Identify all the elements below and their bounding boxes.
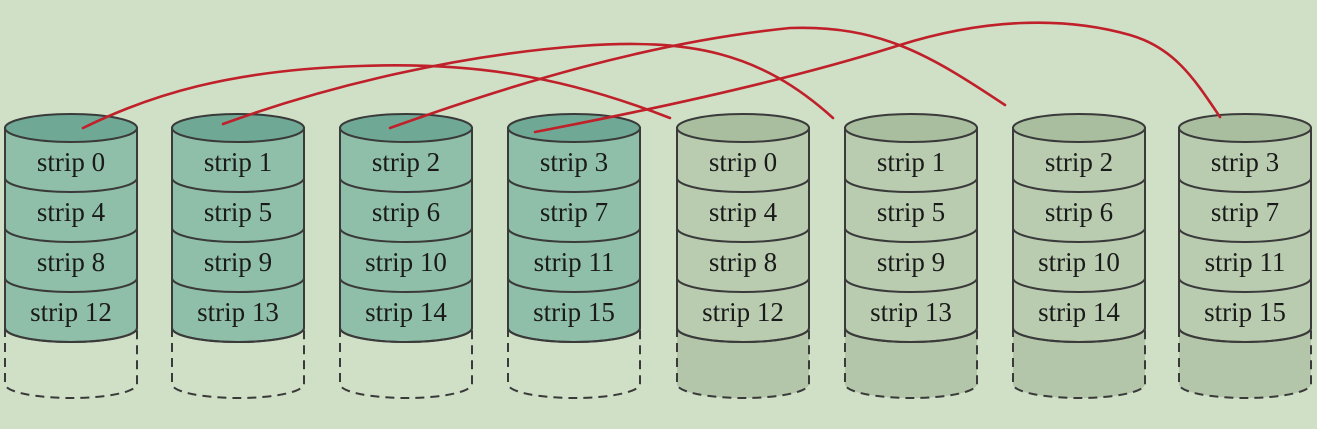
mirror-link-3-to-7	[533, 21, 1222, 134]
disk-top	[171, 113, 305, 143]
strip-divider	[171, 277, 305, 293]
strip-divider	[4, 277, 138, 293]
strip-label: strip 8	[709, 247, 777, 277]
strip-label: strip 3	[540, 147, 608, 177]
strip-divider	[1178, 277, 1312, 293]
disk-empty-area	[845, 328, 977, 398]
strip-label: strip 4	[709, 197, 778, 227]
disk-mirror-6: strip 2 strip 6 strip 10 strip 14	[1012, 113, 1146, 399]
strip-divider	[676, 227, 810, 243]
strip-label: strip 1	[204, 147, 272, 177]
strip-label: strip 5	[877, 197, 945, 227]
strip-label: strip 14	[1038, 297, 1120, 327]
disk-empty-area	[677, 328, 809, 398]
disk-primary-3: strip 3 strip 7 strip 11 strip 15	[507, 113, 641, 399]
strip-divider	[339, 227, 473, 243]
strip-label: strip 4	[37, 197, 106, 227]
strip-divider	[171, 327, 305, 343]
strip-divider	[844, 327, 978, 343]
strip-divider	[1012, 177, 1146, 193]
strip-divider	[507, 327, 641, 343]
strip-divider	[4, 327, 138, 343]
disk-mirror-4: strip 0 strip 4 strip 8 strip 12	[676, 113, 810, 399]
strip-label: strip 11	[534, 247, 615, 277]
strip-divider	[507, 277, 641, 293]
strip-divider	[1178, 177, 1312, 193]
strip-divider	[339, 177, 473, 193]
disk-top	[4, 113, 138, 143]
strip-divider	[4, 227, 138, 243]
strip-divider	[676, 277, 810, 293]
disk-top	[844, 113, 978, 143]
strip-divider	[1012, 227, 1146, 243]
disk-empty-outline	[339, 328, 473, 399]
strip-label: strip 2	[1045, 147, 1113, 177]
disk-mirror-5: strip 1 strip 5 strip 9 strip 13	[844, 113, 978, 399]
strip-label: strip 7	[1211, 197, 1279, 227]
strip-label: strip 7	[540, 197, 608, 227]
disk-top	[676, 113, 810, 143]
disk-top	[507, 113, 641, 143]
strip-label: strip 6	[1045, 197, 1113, 227]
strip-label: strip 14	[365, 297, 447, 327]
strip-label: strip 2	[372, 147, 440, 177]
mirror-link-2-to-6	[388, 26, 1007, 130]
strip-divider	[1178, 327, 1312, 343]
strip-divider	[507, 177, 641, 193]
disk-empty-outline	[1012, 328, 1146, 399]
strip-label: strip 12	[30, 297, 112, 327]
strip-label: strip 1	[877, 147, 945, 177]
disk-empty-outline	[676, 328, 810, 399]
disk-top	[339, 113, 473, 143]
strip-label: strip 5	[204, 197, 272, 227]
disk-empty-outline	[4, 328, 138, 399]
strip-divider	[844, 277, 978, 293]
strip-divider	[339, 277, 473, 293]
disk-empty-area	[1013, 328, 1145, 398]
strip-divider	[1178, 227, 1312, 243]
strip-divider	[171, 177, 305, 193]
strip-divider	[676, 177, 810, 193]
disk-empty-area	[1179, 328, 1311, 398]
strip-label: strip 9	[204, 247, 272, 277]
strip-label: strip 9	[877, 247, 945, 277]
strip-label: strip 0	[37, 147, 105, 177]
disk-empty-outline	[844, 328, 978, 399]
disk-empty-outline	[1178, 328, 1312, 399]
strip-divider	[1012, 327, 1146, 343]
strip-label: strip 13	[197, 297, 279, 327]
strip-label: strip 8	[37, 247, 105, 277]
strip-divider	[844, 227, 978, 243]
disk-empty-outline	[507, 328, 641, 399]
disk-primary-1: strip 1 strip 5 strip 9 strip 13	[171, 113, 305, 399]
disk-top	[1178, 113, 1312, 143]
strip-label: strip 0	[709, 147, 777, 177]
disk-mirror-7: strip 3 strip 7 strip 11 strip 15	[1178, 113, 1312, 399]
strip-label: strip 10	[1038, 247, 1120, 277]
mirror-link-0-to-4	[81, 64, 672, 130]
strip-divider	[507, 227, 641, 243]
strip-label: strip 15	[533, 297, 615, 327]
strip-divider	[339, 327, 473, 343]
strip-label: strip 3	[1211, 147, 1279, 177]
strip-label: strip 6	[372, 197, 440, 227]
strip-divider	[1012, 277, 1146, 293]
disk-top	[1012, 113, 1146, 143]
strip-label: strip 11	[1205, 247, 1286, 277]
disk-empty-outline	[171, 328, 305, 399]
strip-divider	[676, 327, 810, 343]
mirror-link-1-to-5	[221, 42, 835, 126]
strip-label: strip 10	[365, 247, 447, 277]
strip-divider	[844, 177, 978, 193]
disk-primary-2: strip 2 strip 6 strip 10 strip 14	[339, 113, 473, 399]
strip-label: strip 13	[870, 297, 952, 327]
disk-primary-0: strip 0 strip 4 strip 8 strip 12	[4, 113, 138, 399]
strip-divider	[171, 227, 305, 243]
strip-label: strip 12	[702, 297, 784, 327]
strip-label: strip 15	[1204, 297, 1286, 327]
strip-divider	[4, 177, 138, 193]
